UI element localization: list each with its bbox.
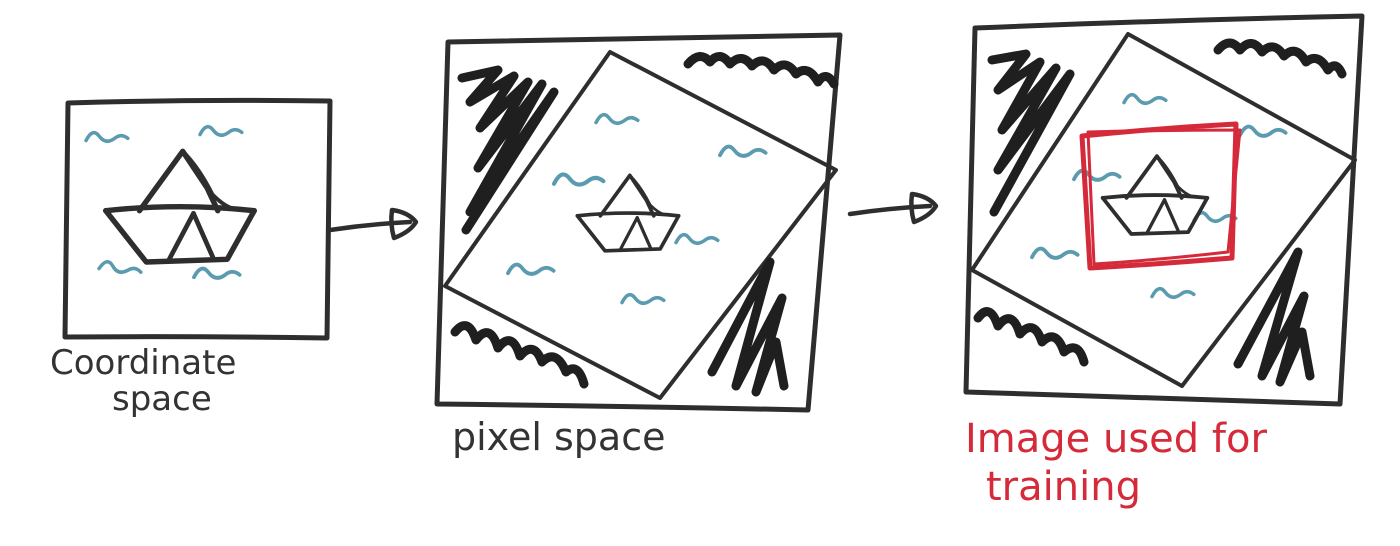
paper-boat-icon <box>1100 154 1210 236</box>
paper-boat-icon <box>106 151 255 262</box>
training-frame <box>963 13 1365 407</box>
training-caption: Image used for training <box>965 416 1267 510</box>
empty-corner-hatching <box>450 52 839 397</box>
training-caption-line-1: Image used for <box>965 416 1267 462</box>
pixel-frame <box>434 32 843 413</box>
empty-corner-hatching <box>973 38 1347 387</box>
pixel-space-panel: pixel space <box>434 32 843 459</box>
training-crop-box <box>1079 121 1242 271</box>
pixel-space-caption: pixel space <box>452 415 666 459</box>
right-arrow-icon <box>330 210 416 238</box>
paper-boat-icon <box>575 173 681 253</box>
training-caption-line-2: training <box>986 464 1141 510</box>
coordinate-caption: Coordinate space <box>50 343 236 419</box>
right-arrow-icon <box>850 194 936 222</box>
training-image-panel: Image used for training <box>963 13 1365 510</box>
rotated-image-outline <box>970 32 1357 388</box>
rotated-image-outline <box>443 50 838 400</box>
coordinate-caption-line-1: Coordinate <box>50 343 236 383</box>
coordinate-frame <box>62 97 333 341</box>
coordinate-space-panel: Coordinate space <box>50 97 333 419</box>
coordinate-caption-line-2: space <box>112 379 212 419</box>
